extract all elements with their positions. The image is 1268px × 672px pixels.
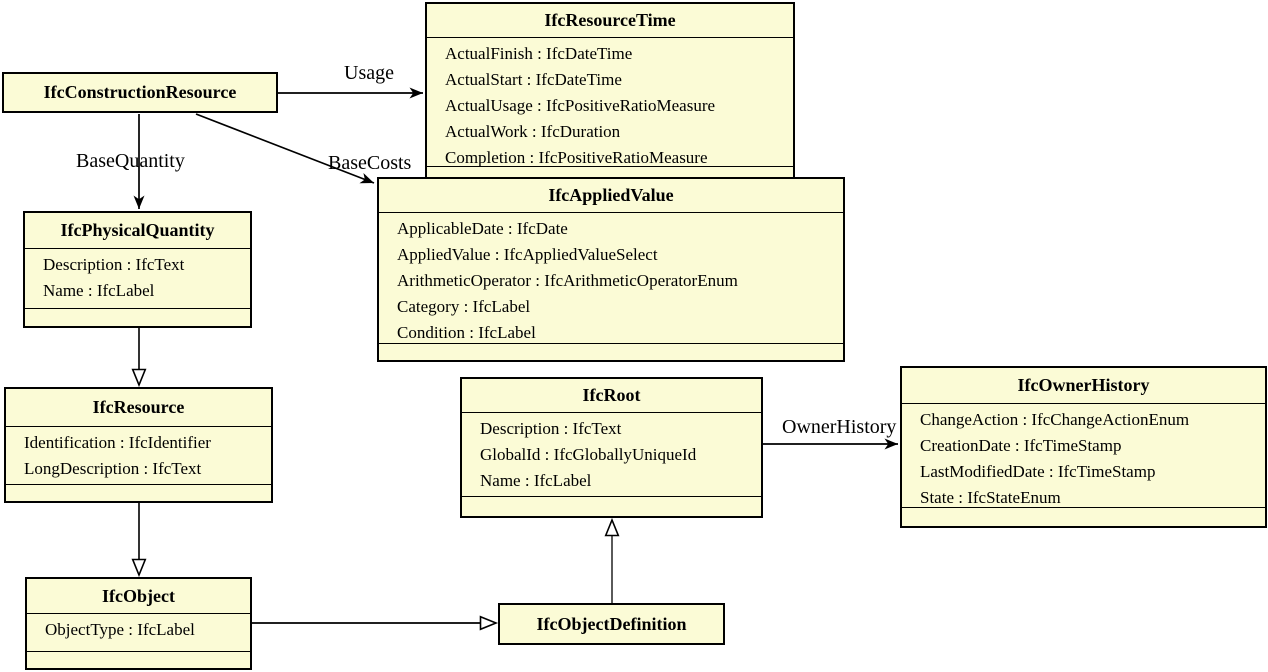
attributes-compartment: ActualFinish : IfcDateTime ActualStart :… [427, 37, 793, 166]
class-title: IfcObject [102, 585, 175, 606]
attribute: ArithmeticOperator : IfcArithmeticOperat… [397, 271, 738, 290]
class-box-ifcresource: IfcResource Identification : IfcIdentifi… [4, 387, 273, 503]
attribute: LastModifiedDate : IfcTimeStamp [920, 462, 1156, 481]
class-box-ifcappliedvalue: IfcAppliedValue ApplicableDate : IfcDate… [377, 177, 845, 362]
attributes-compartment: ChangeAction : IfcChangeActionEnum Creat… [902, 403, 1265, 507]
attribute: GlobalId : IfcGloballyUniqueId [480, 445, 697, 464]
operations-compartment [379, 343, 843, 360]
edge-label-basequantity: BaseQuantity [76, 150, 185, 172]
attribute: Identification : IfcIdentifier [24, 433, 211, 452]
class-box-ifcconstructionresource: IfcConstructionResource [2, 72, 278, 113]
attribute: Category : IfcLabel [397, 297, 531, 316]
class-box-ifcownerhistory: IfcOwnerHistory ChangeAction : IfcChange… [900, 366, 1267, 528]
operations-compartment [427, 166, 793, 188]
edge-label-ownerhistory: OwnerHistory [782, 416, 897, 438]
attributes-compartment: Identification : IfcIdentifier LongDescr… [6, 426, 271, 484]
attribute: CreationDate : IfcTimeStamp [920, 436, 1122, 455]
attribute: ChangeAction : IfcChangeActionEnum [920, 410, 1190, 429]
attribute: AppliedValue : IfcAppliedValueSelect [397, 245, 658, 264]
class-title: IfcAppliedValue [548, 185, 674, 205]
attribute: ObjectType : IfcLabel [45, 620, 195, 639]
operations-compartment [6, 484, 271, 501]
class-title: IfcRoot [582, 385, 641, 405]
operations-compartment [27, 651, 250, 668]
operations-compartment [25, 308, 250, 326]
class-box-ifcphysicalquantity: IfcPhysicalQuantity Description : IfcTex… [23, 211, 252, 328]
attributes-compartment: ObjectType : IfcLabel [27, 613, 250, 651]
class-title: IfcObjectDefinition [536, 613, 687, 634]
attributes-compartment: Description : IfcText GlobalId : IfcGlob… [462, 412, 761, 496]
class-title: IfcOwnerHistory [1017, 375, 1150, 395]
attribute: ActualFinish : IfcDateTime [445, 44, 633, 63]
operations-compartment [462, 496, 761, 516]
attribute: Name : IfcLabel [480, 471, 592, 490]
attribute: LongDescription : IfcText [24, 459, 202, 478]
attribute: Description : IfcText [43, 255, 185, 274]
attribute: Name : IfcLabel [43, 281, 155, 300]
attribute: Completion : IfcPositiveRatioMeasure [445, 148, 708, 166]
operations-compartment [902, 507, 1265, 526]
attribute: ActualWork : IfcDuration [445, 122, 621, 141]
class-box-ifcobjectdefinition: IfcObjectDefinition [498, 603, 725, 645]
class-box-ifcobject: IfcObject ObjectType : IfcLabel [25, 577, 252, 670]
edge-label-usage: Usage [344, 62, 394, 84]
attribute: ApplicableDate : IfcDate [397, 219, 568, 238]
attribute: ActualUsage : IfcPositiveRatioMeasure [445, 96, 716, 115]
class-title: IfcPhysicalQuantity [60, 220, 215, 240]
attribute: Description : IfcText [480, 419, 622, 438]
edge-label-basecosts: BaseCosts [328, 152, 412, 174]
class-box-ifcresourcetime: IfcResourceTime ActualFinish : IfcDateTi… [425, 2, 795, 190]
class-title: IfcConstructionResource [43, 82, 237, 102]
attributes-compartment: Description : IfcText Name : IfcLabel [25, 248, 250, 308]
attributes-compartment: ApplicableDate : IfcDate AppliedValue : … [379, 212, 843, 343]
attribute: Condition : IfcLabel [397, 323, 536, 342]
class-box-ifcroot: IfcRoot Description : IfcText GlobalId :… [460, 377, 763, 518]
attribute: State : IfcStateEnum [920, 488, 1061, 507]
attribute: ActualStart : IfcDateTime [445, 70, 622, 89]
class-title: IfcResource [92, 397, 185, 417]
class-title: IfcResourceTime [544, 10, 676, 30]
